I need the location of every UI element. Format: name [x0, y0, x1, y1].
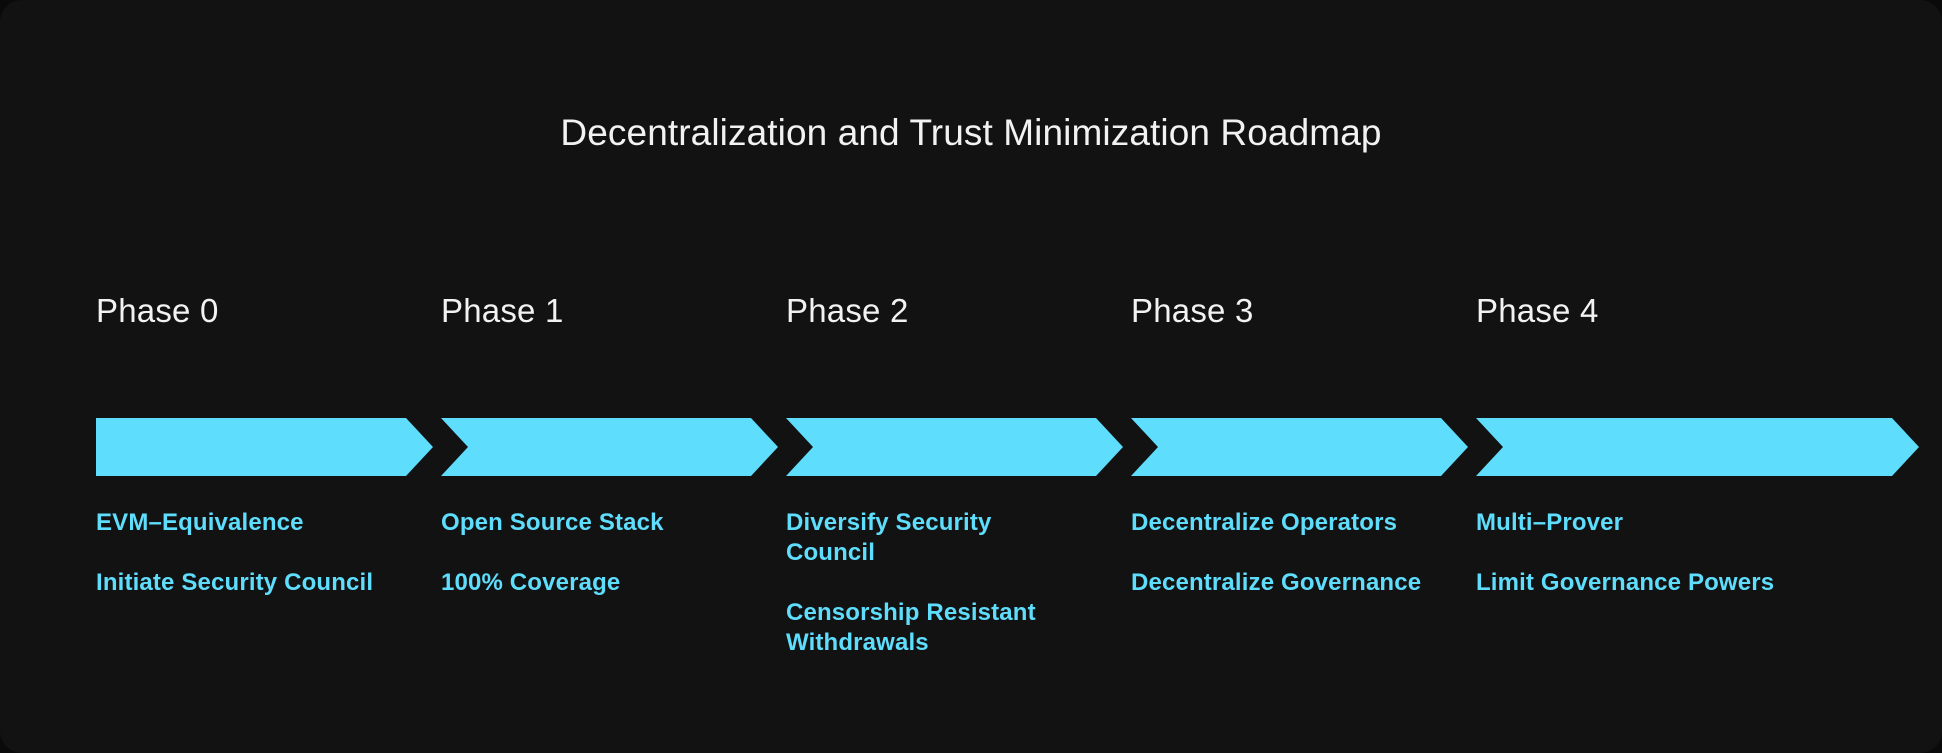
phase-item: Limit Governance Powers — [1476, 569, 1775, 596]
phase-items-area: EVM–Equivalence Initiate Security Counci… — [96, 508, 1856, 708]
phase-item: EVM–Equivalence — [96, 509, 304, 536]
phase-label-3: Phase 3 — [1131, 292, 1254, 329]
phase-item: Multi–Prover — [1476, 509, 1624, 536]
phase-label-0: Phase 0 — [96, 292, 219, 329]
chevron-arrow-phase-4 — [1476, 418, 1919, 476]
phase-item: Censorship Resistant Withdrawals — [786, 599, 1036, 656]
chevron-arrow-phase-2 — [786, 418, 1123, 476]
phase-item: 100% Coverage — [441, 569, 621, 596]
phase-label-row: Phase 0 Phase 1 Phase 2 Phase 3 Phase 4 — [96, 292, 1823, 342]
phase-items-column-2: Diversify Security Council Censorship Re… — [786, 508, 1076, 658]
chevron-arrow-phase-3 — [1131, 418, 1468, 476]
phase-items-column-4: Multi–Prover Limit Governance Powers — [1476, 508, 1856, 598]
page-title: Decentralization and Trust Minimization … — [560, 112, 1382, 153]
chevron-arrow-phase-0 — [96, 418, 433, 476]
phase-items-column-1: Open Source Stack 100% Coverage — [441, 508, 771, 598]
phase-label-2: Phase 2 — [786, 292, 909, 329]
phase-item: Diversify Security Council — [786, 509, 992, 566]
phase-item: Open Source Stack — [441, 509, 664, 536]
phase-item: Decentralize Operators — [1131, 509, 1398, 536]
phase-items-column-0: EVM–Equivalence Initiate Security Counci… — [96, 508, 426, 598]
chevron-progress-band — [96, 418, 1823, 476]
phase-item: Initiate Security Council — [96, 569, 374, 596]
chevron-arrow-phase-1 — [441, 418, 778, 476]
phase-items-column-3: Decentralize Operators Decentralize Gove… — [1131, 508, 1461, 598]
phase-label-1: Phase 1 — [441, 292, 564, 329]
phase-item: Decentralize Governance — [1131, 569, 1422, 596]
phase-label-4: Phase 4 — [1476, 292, 1599, 329]
